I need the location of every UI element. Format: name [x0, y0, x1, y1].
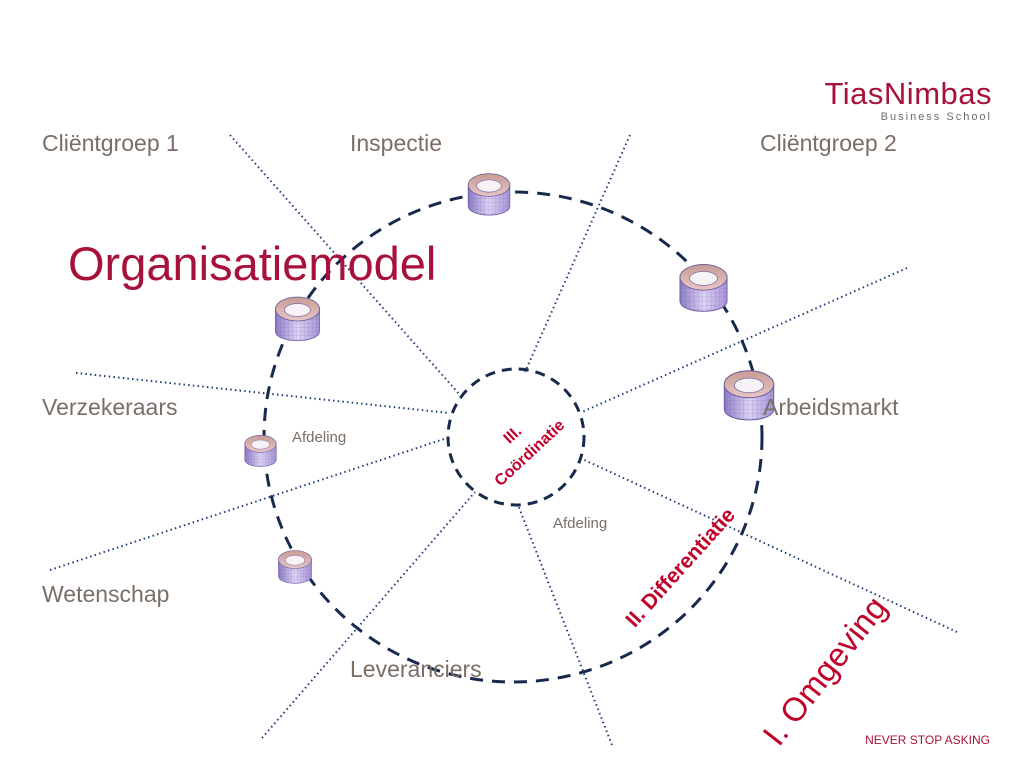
- logo-name: TiasNimbas: [824, 76, 992, 111]
- label-afdeling-left: Afdeling: [292, 429, 347, 446]
- tagline: NEVER STOP ASKING: [865, 733, 990, 747]
- spoke-inspectie: [524, 134, 631, 373]
- coordination-circle: [446, 367, 586, 507]
- page-title: Organisatiemodel: [68, 237, 437, 290]
- torus-icon: [274, 296, 321, 342]
- label-arbeidsmarkt: Arbeidsmarkt: [763, 394, 899, 420]
- spoke-clientgroep2: [581, 267, 908, 413]
- spoke-verzekeraars: [75, 372, 450, 414]
- torus-icon: [278, 550, 312, 584]
- spoke-leveranciers-left: [261, 491, 476, 739]
- environment-spokes: [49, 134, 958, 746]
- label-leveranciers: Leveranciers: [350, 656, 482, 682]
- torus-icon: [244, 434, 277, 467]
- label-verzekeraars: Verzekeraars: [42, 394, 178, 420]
- spoke-arbeidsmarkt: [579, 457, 958, 633]
- label-inspectie: Inspectie: [350, 130, 443, 156]
- logo: TiasNimbas Business School: [825, 78, 993, 123]
- spoke-leveranciers-right: [517, 504, 613, 746]
- spoke-wetenschap: [49, 437, 448, 571]
- spoke-clientgroep1: [229, 134, 461, 396]
- label-afdeling-center: Afdeling: [553, 515, 608, 532]
- torus-icon: [679, 263, 728, 312]
- label-clientgroep2: Cliëntgroep 2: [760, 130, 897, 156]
- logo-subtitle: Business School: [880, 111, 992, 123]
- torus-icon: [467, 173, 511, 216]
- label-clientgroep1: Cliëntgroep 1: [42, 130, 179, 156]
- label-wetenschap: Wetenschap: [42, 581, 170, 607]
